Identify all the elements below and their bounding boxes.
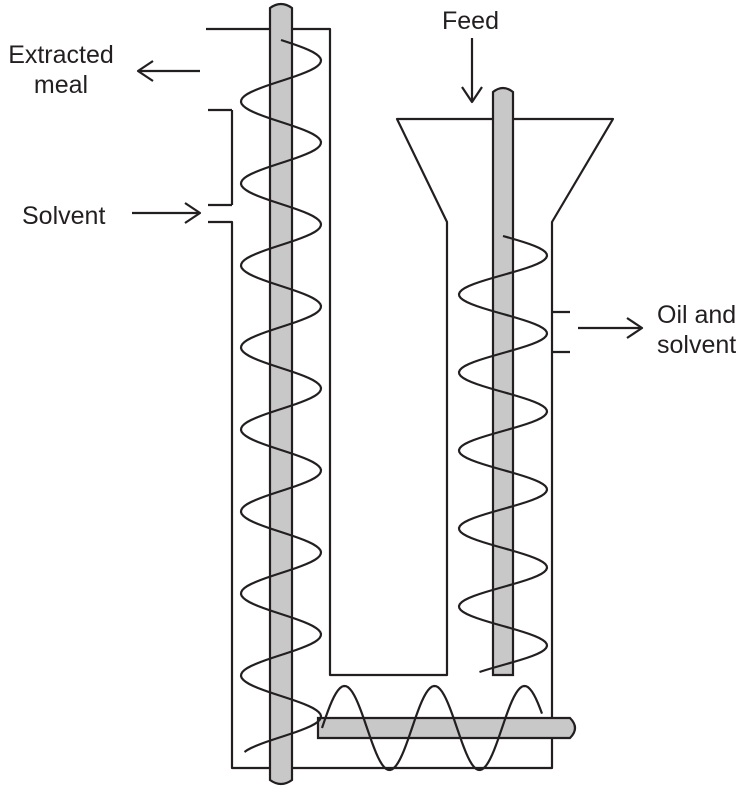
left-screw-shaft <box>270 4 292 784</box>
right-screw-flight <box>459 236 547 672</box>
left-screw-flight <box>241 40 321 752</box>
oil-and-solvent-arrow <box>578 318 642 338</box>
feed-label: Feed <box>442 7 499 35</box>
vessel-outline <box>206 29 613 768</box>
solvent-arrow <box>132 203 200 223</box>
extracted-meal-arrow <box>138 61 200 81</box>
oil-and-solvent-label-line2: solvent <box>657 331 737 359</box>
flow-arrows <box>132 38 642 338</box>
oil-and-solvent-label: Oil and solvent <box>657 300 736 360</box>
left-column-top-edge <box>206 29 613 768</box>
right-screw-shaft <box>493 88 513 675</box>
bottom-screw-shaft <box>318 718 575 738</box>
extracted-meal-label: Extracted meal <box>0 40 122 100</box>
bottom-screw-flight <box>322 686 542 770</box>
screw-shafts <box>270 4 575 784</box>
oil-and-solvent-label-line1: Oil and <box>657 301 737 329</box>
screw-flights <box>241 40 547 770</box>
extracted-meal-label-line1: Extracted <box>8 41 114 69</box>
extracted-meal-label-line2: meal <box>33 71 89 99</box>
solvent-label: Solvent <box>22 202 106 230</box>
feed-arrow <box>462 38 482 102</box>
